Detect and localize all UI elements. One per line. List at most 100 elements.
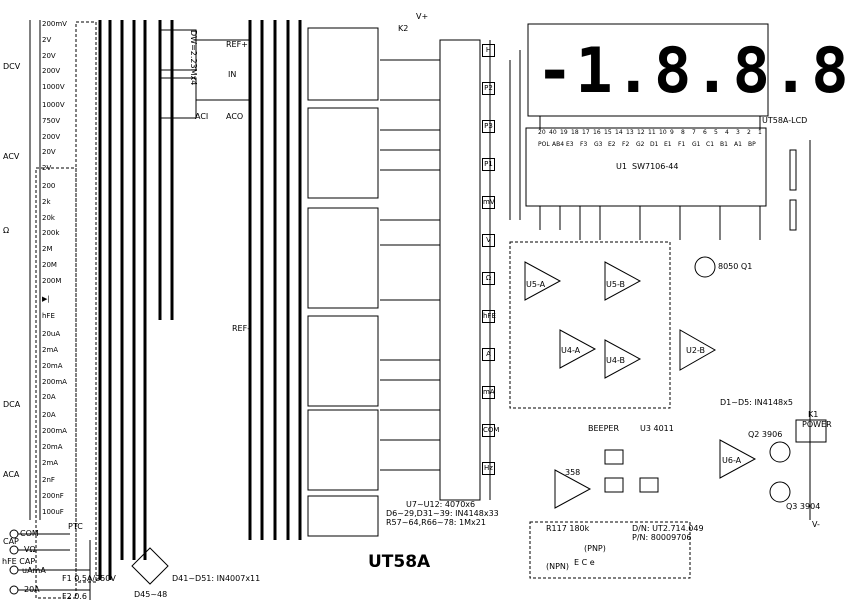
part-q3: Q3 3904: [786, 502, 821, 511]
lcd-pin: 20: [538, 129, 546, 136]
lcd-seg: POL: [538, 141, 550, 148]
lcd-seg: F1: [678, 141, 686, 148]
part-power: POWER: [802, 420, 832, 429]
note-pn: P/N: 80009706: [632, 533, 692, 542]
range-item: 2mA: [42, 346, 59, 354]
chip-part: SW7106-44: [632, 162, 679, 171]
part-r117: R117 180k: [546, 524, 590, 533]
note-diodes2: D1~D5: IN4148x5: [720, 398, 793, 407]
range-group-cap: CAP: [3, 537, 19, 546]
switch-legend: mV: [482, 196, 495, 209]
range-item: 200V: [42, 132, 61, 141]
lcd-pin: 1: [758, 129, 762, 136]
lcd-seg: E1: [664, 141, 672, 148]
terminal-hfe-cap: hFE CAP: [2, 557, 36, 566]
part-ref-minus: REF-: [232, 324, 251, 333]
lcd-seg: G3: [594, 141, 603, 148]
lcd-pin: 7: [692, 129, 696, 136]
lcd-pin: 6: [703, 129, 707, 136]
range-item: 200M: [42, 276, 62, 285]
terminal-v-ohm: VΩ: [24, 545, 36, 554]
range-group-acv: ACV: [3, 152, 20, 161]
lcd-pin: 13: [626, 129, 634, 136]
switch-legend: Hz: [482, 462, 495, 475]
note-diodes1: D6~29,D31~39: IN4148x33: [386, 509, 499, 518]
part-aci: ACI: [195, 112, 209, 121]
switch-legend: hFE: [482, 310, 496, 323]
switch-legend: P1: [482, 158, 495, 171]
range-item: 100uF: [42, 508, 64, 516]
lcd-seg: AB4: [552, 141, 565, 148]
diagram-title: UT58A: [368, 552, 431, 572]
terminal-uama: uAmA: [22, 566, 46, 575]
range-group-dcv: DCV: [3, 62, 21, 71]
range-item: 20V: [42, 148, 56, 157]
part-u4a: U4-A: [561, 346, 581, 355]
lcd-pin: 12: [637, 129, 645, 136]
switch-legend: V: [482, 234, 495, 247]
range-item: 200mV: [42, 20, 67, 28]
lcd-pin: 5: [714, 129, 718, 136]
lcd-pin: 11: [648, 129, 656, 136]
lcd-label: UT58A-LCD: [762, 116, 808, 125]
range-item: 2V: [42, 35, 52, 44]
lcd-pin: 9: [670, 129, 674, 136]
lcd-pin: 40: [549, 129, 557, 136]
lcd-seg: F3: [580, 141, 588, 148]
range-item: 2nF: [42, 476, 55, 485]
lcd-seg: E3: [566, 141, 574, 148]
part-beeper: BEEPER: [588, 424, 620, 433]
note-res: R57~64,R66~78: 1Mx21: [386, 518, 486, 527]
range-item: 200nF: [42, 492, 64, 501]
lcd-seg: D1: [650, 141, 659, 148]
lcd-seg: E2: [608, 141, 616, 148]
terminal-20a: 20A: [24, 585, 40, 594]
range-item: 20A: [42, 411, 56, 420]
part-u5b: U5-B: [606, 280, 626, 289]
lcd-pin: 14: [615, 129, 623, 136]
part-u6a: U6-A: [722, 456, 742, 465]
lcd-seg: C1: [706, 141, 715, 148]
part-u3: U3 4011: [640, 424, 674, 433]
note-dn: D/N: UT2.714.049: [632, 524, 704, 533]
range-item: 2k: [42, 197, 51, 206]
range-item: 20mA: [42, 442, 63, 451]
part-u5a: U5-A: [526, 280, 546, 289]
part-u2b: U2-B: [686, 346, 706, 355]
range-item: 1000V: [42, 101, 65, 109]
part-vplus: V+: [416, 12, 429, 21]
lcd-seg: BP: [748, 141, 756, 148]
lcd-seg: G2: [636, 141, 645, 148]
range-item: 200V: [42, 67, 61, 76]
lcd-pin: 4: [725, 129, 729, 136]
lcd-pin: 15: [604, 129, 612, 136]
range-group-ohm: Ω: [3, 226, 10, 235]
lcd-seg: A1: [734, 141, 742, 148]
lcd-pin: 18: [571, 129, 579, 136]
part-u4b: U4-B: [606, 356, 626, 365]
part-in: IN: [228, 70, 237, 79]
switch-legend: COM: [482, 424, 499, 437]
range-item: 2M: [42, 245, 53, 254]
part-q1: 8050 Q1: [718, 262, 753, 271]
range-item: 750V: [42, 116, 61, 125]
part-q2: Q2 3906: [748, 430, 783, 439]
range-item: ▶|: [42, 294, 50, 303]
switch-legend: mA: [482, 386, 495, 399]
range-item: 20A: [42, 393, 56, 402]
part-vminus: V-: [812, 520, 820, 529]
lcd-seg: B1: [720, 141, 728, 148]
range-item: 20uA: [42, 330, 61, 339]
terminal-com: COM: [20, 529, 39, 538]
range-item: 200: [42, 182, 56, 190]
note-diodes3: D41~D51: IN4007x11: [172, 574, 261, 583]
range-item: 20mA: [42, 361, 63, 370]
range-item: hFE: [42, 312, 55, 321]
note-u7: U7~U12: 4070x6: [406, 500, 476, 509]
note-diodes4: D45~48: [134, 590, 168, 599]
part-eco: E C e: [574, 558, 595, 567]
lcd-seg: F2: [622, 141, 630, 148]
switch-legend: Ω: [482, 272, 495, 285]
chip-ref: U1: [616, 162, 627, 171]
